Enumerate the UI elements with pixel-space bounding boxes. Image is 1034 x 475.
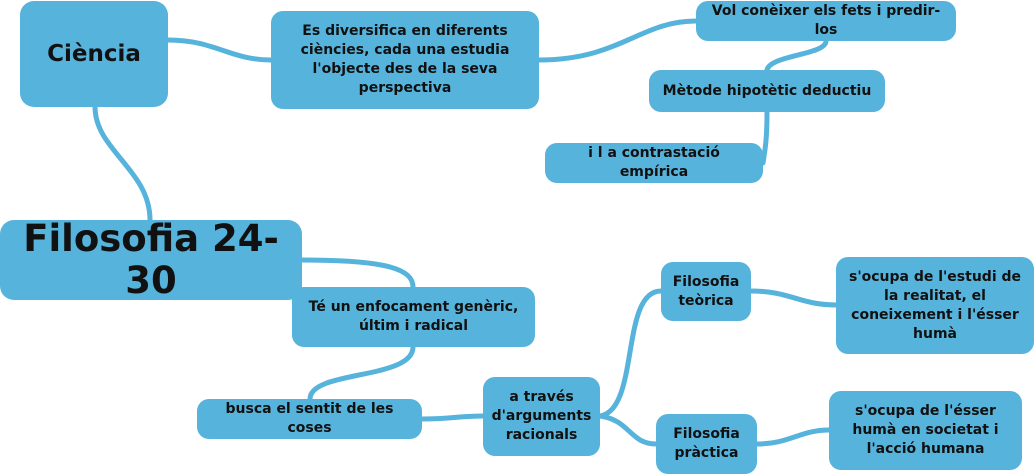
node-estudi-realitat[interactable]: s'ocupa de l'estudi de la realitat, el c… — [836, 257, 1034, 354]
node-filosofia-label: Filosofia 24-30 — [23, 217, 279, 302]
node-sentit-label: busca el sentit de les coses — [225, 401, 394, 436]
connector-filosofia-ciencia — [92, 104, 153, 223]
node-metode-label: Mètode hipotètic deductiu — [662, 82, 872, 99]
node-sentit[interactable]: busca el sentit de les coses — [197, 399, 422, 439]
connector-arguments-practica — [597, 413, 659, 447]
node-arguments[interactable]: a través d'arguments racionals — [483, 377, 600, 456]
node-ciencia[interactable]: Ciència — [20, 1, 168, 107]
connector-teorica-estudi — [748, 288, 839, 308]
node-filosofia-practica[interactable]: Filosofia pràctica — [656, 414, 757, 474]
connector-metode-contrastacio — [760, 109, 770, 166]
node-enfocament-label: Té un enfocament genèric, últim i radica… — [308, 299, 519, 334]
connector-filosofia-enfocament — [299, 257, 416, 290]
node-estudi-label: s'ocupa de l'estudi de la realitat, el c… — [848, 268, 1022, 342]
node-diversifica[interactable]: Es diversifica en diferents ciències, ca… — [271, 11, 539, 109]
connector-ciencia-diversifica — [165, 37, 274, 63]
node-practica-label: Filosofia pràctica — [673, 426, 740, 461]
node-fets[interactable]: Vol conèixer els fets i predir-los — [696, 1, 956, 41]
node-enfocament[interactable]: Té un enfocament genèric, últim i radica… — [292, 287, 535, 347]
node-fets-label: Vol conèixer els fets i predir-los — [711, 3, 941, 38]
node-esser-huma[interactable]: s'ocupa de l'ésser humà en societat i l'… — [829, 391, 1022, 470]
node-diversifica-label: Es diversifica en diferents ciències, ca… — [300, 23, 510, 96]
connector-practica-esser — [754, 427, 832, 447]
node-teorica-label: Filosofia teòrica — [672, 273, 740, 309]
node-contrastacio[interactable]: i l a contrastació empírica — [545, 143, 763, 183]
node-esser-label: s'ocupa de l'ésser humà en societat i l'… — [852, 403, 999, 457]
connector-sentit-arguments — [419, 413, 486, 422]
node-filosofia-central[interactable]: Filosofia 24-30 — [0, 217, 302, 302]
node-arguments-label: a través d'arguments racionals — [491, 389, 592, 443]
connector-fets-metode — [764, 38, 829, 73]
connector-arguments-teorica — [597, 288, 664, 419]
node-contrastacio-label: i l a contrastació empírica — [588, 145, 720, 180]
node-ciencia-label: Ciència — [47, 40, 141, 67]
connector-diversifica-fets — [536, 18, 699, 63]
node-filosofia-teorica[interactable]: Filosofia teòrica — [661, 262, 751, 321]
node-metode[interactable]: Mètode hipotètic deductiu — [649, 70, 885, 112]
connector-enfocament-sentit — [307, 344, 416, 402]
